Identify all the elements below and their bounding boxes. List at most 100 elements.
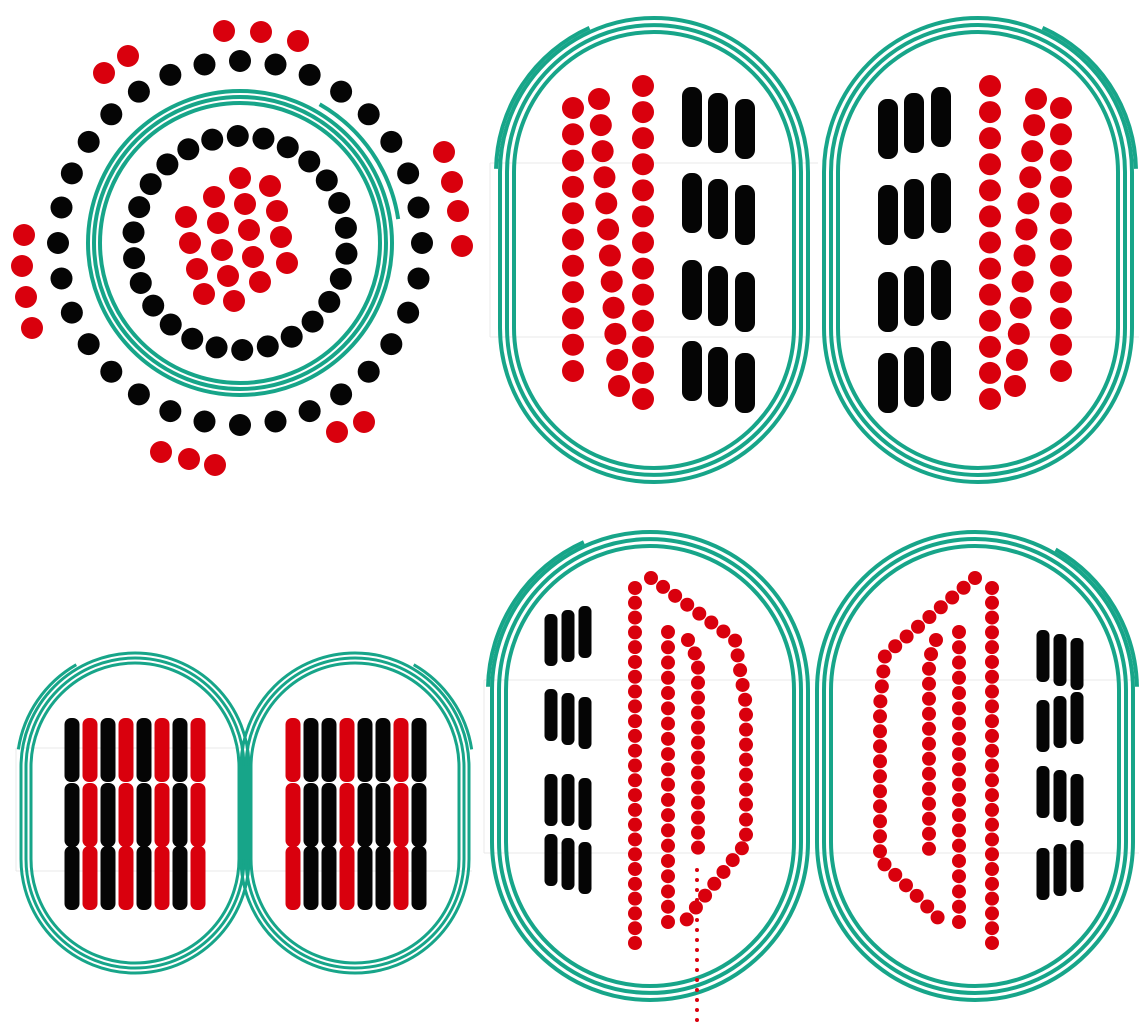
red-bead (900, 630, 914, 644)
red-bead (266, 200, 288, 222)
red-bead (688, 646, 702, 660)
red-bead (985, 773, 999, 787)
black-bar (735, 99, 755, 159)
black-bead (78, 131, 100, 153)
red-bead (985, 581, 999, 595)
black-bead (159, 400, 181, 422)
black-bar (562, 774, 575, 826)
red-bar (286, 846, 301, 910)
black-bead (408, 268, 430, 290)
red-bead (1050, 123, 1072, 145)
black-bead (330, 268, 352, 290)
red-bead (922, 692, 936, 706)
red-bead (952, 915, 966, 929)
red-bead (628, 847, 642, 861)
red-bead (13, 224, 35, 246)
red-bead (922, 797, 936, 811)
red-bead (920, 900, 934, 914)
red-bead (628, 759, 642, 773)
red-bead (628, 625, 642, 639)
red-bead (952, 732, 966, 746)
red-bead (985, 921, 999, 935)
black-bead (257, 335, 279, 357)
black-bar (878, 99, 898, 159)
black-bar (1037, 700, 1050, 752)
red-bead (1006, 349, 1028, 371)
red-bead (691, 781, 705, 795)
red-bead (979, 362, 1001, 384)
red-bead (873, 724, 887, 738)
red-bead (691, 796, 705, 810)
red-bead (601, 271, 623, 293)
black-bar (101, 783, 116, 847)
red-bead (259, 175, 281, 197)
black-bar (1054, 844, 1067, 896)
black-bead (61, 162, 83, 184)
black-bead (358, 103, 380, 125)
red-bead (628, 936, 642, 950)
black-bead (50, 196, 72, 218)
red-bead (204, 454, 226, 476)
black-bar (682, 260, 702, 320)
red-bead (691, 661, 705, 675)
red-bead (632, 258, 654, 280)
red-dotted-trail (695, 908, 699, 912)
black-bar (65, 718, 80, 782)
red-bead (1025, 88, 1047, 110)
black-bar (358, 846, 373, 910)
black-bead (335, 243, 357, 265)
red-bead (952, 854, 966, 868)
red-bead (588, 88, 610, 110)
black-bar (931, 260, 951, 320)
red-bead (716, 865, 730, 879)
red-bead (229, 167, 251, 189)
black-bar (358, 783, 373, 847)
black-bead (177, 138, 199, 160)
red-bead (979, 310, 1001, 332)
black-bar (1071, 774, 1084, 826)
red-bead (433, 141, 455, 163)
black-bead (277, 136, 299, 158)
red-bar (394, 783, 409, 847)
black-bead (100, 103, 122, 125)
red-bead (207, 212, 229, 234)
black-bead (156, 153, 178, 175)
red-bead (985, 744, 999, 758)
red-bead (952, 900, 966, 914)
red-dotted-trail (695, 898, 699, 902)
red-bead (661, 915, 675, 929)
black-bead (231, 339, 253, 361)
red-bead (873, 814, 887, 828)
red-bead (223, 290, 245, 312)
membrane-ring (492, 532, 808, 1000)
black-bead (160, 314, 182, 336)
red-bead (952, 701, 966, 715)
red-bead (899, 878, 913, 892)
black-bead (140, 173, 162, 195)
black-bead (298, 150, 320, 172)
black-bead (193, 411, 215, 433)
red-bead (661, 854, 675, 868)
red-bead (628, 832, 642, 846)
panel-dividing-pair-top (496, 18, 1136, 482)
red-bead (985, 640, 999, 654)
red-bar (340, 846, 355, 910)
red-bead (451, 235, 473, 257)
red-bead (628, 670, 642, 684)
red-bead (661, 869, 675, 883)
red-bead (985, 862, 999, 876)
red-bead (661, 701, 675, 715)
red-bead (934, 600, 948, 614)
red-bead (628, 773, 642, 787)
red-bead (628, 862, 642, 876)
red-bead (739, 768, 753, 782)
red-bead (876, 664, 890, 678)
red-bead (985, 788, 999, 802)
black-bead (281, 326, 303, 348)
red-bead (628, 803, 642, 817)
black-bead (397, 302, 419, 324)
red-bead (175, 206, 197, 228)
black-bar (545, 834, 558, 886)
red-bead (922, 610, 936, 624)
